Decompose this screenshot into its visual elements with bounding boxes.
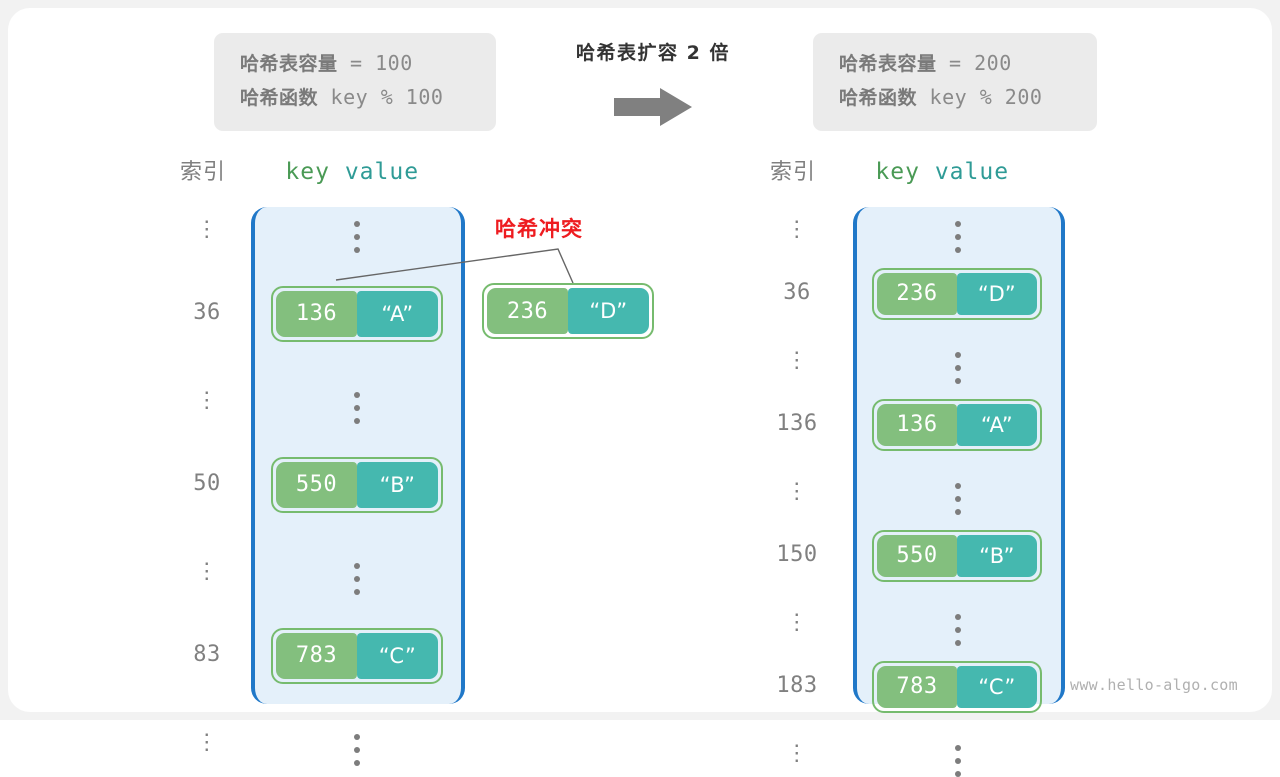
left-row-0-dots [354,221,360,253]
right-header-index: 索引 [770,160,817,185]
left-row-3-entry-value: “B” [357,461,438,508]
left-row-6-dots [354,734,360,766]
left-column-headers: 索引 key value [180,154,419,186]
left-row-6-index: ⋮ [195,730,219,755]
right-row-1-entry[interactable]: 236“D” [872,267,1042,320]
watermark: www.hello-algo.com [1070,676,1238,694]
left-header-index: 索引 [180,160,227,185]
left-row-5-entry[interactable]: 783“C” [271,627,443,684]
left-row-1-index: 36 [193,299,221,325]
left-function-value: key % 100 [318,85,444,109]
left-row-4-index: ⋮ [195,559,219,584]
right-row-2-dots [955,352,961,384]
right-row-0-dots [955,221,961,253]
colliding-entry-value: “D” [568,288,649,334]
right-row-0-index: ⋮ [785,217,809,242]
left-function-line: 哈希函数 key % 100 [240,81,470,115]
right-function-label: 哈希函数 [839,87,918,109]
right-row-3-index: 136 [776,410,818,436]
left-header-key: key [285,159,330,185]
right-row-5-entry-value: “B” [957,534,1037,577]
left-row-4-dots [354,563,360,595]
right-row-1-entry-value: “D” [957,272,1037,315]
right-row-7-entry-value: “C” [957,665,1037,708]
right-function-value: key % 200 [917,85,1043,109]
right-header-key: key [875,159,920,185]
right-row-1-entry-key: 236 [877,272,957,315]
diagram-card: 哈希表容量 = 100 哈希函数 key % 100 哈希表扩容 2 倍 哈希表… [8,8,1272,777]
left-row-0-index: ⋮ [195,217,219,242]
right-header-value: value [934,159,1010,185]
left-row-2-index: ⋮ [195,388,219,413]
left-header-value: value [344,159,420,185]
left-info-box: 哈希表容量 = 100 哈希函数 key % 100 [214,33,496,131]
right-row-4-dots [955,483,961,515]
right-capacity-line: 哈希表容量 = 200 [839,47,1071,81]
right-row-6-index: ⋮ [785,610,809,635]
left-hash-table-bucket [251,207,465,704]
right-row-6-dots [955,614,961,646]
right-column-headers: 索引 key value [770,154,1009,186]
right-function-line: 哈希函数 key % 200 [839,81,1071,115]
left-row-1-entry[interactable]: 136“A” [271,285,443,342]
left-row-3-entry[interactable]: 550“B” [271,456,443,513]
right-row-7-entry[interactable]: 783“C” [872,660,1042,713]
right-row-2-index: ⋮ [785,348,809,373]
right-row-5-entry-key: 550 [877,534,957,577]
collision-label: 哈希冲突 [495,217,583,241]
left-row-3-index: 50 [193,470,221,496]
left-row-2-dots [354,392,360,424]
left-row-1-entry-value: “A” [357,290,438,337]
right-row-7-entry-key: 783 [877,665,957,708]
right-row-3-entry-key: 136 [877,403,957,446]
left-row-5-entry-key: 783 [276,632,357,679]
right-row-3-entry-value: “A” [957,403,1037,446]
right-row-5-index: 150 [776,541,818,567]
right-capacity-label: 哈希表容量 [839,53,937,75]
right-arrow-icon [614,88,692,126]
colliding-entry-key: 236 [487,288,568,334]
colliding-entry[interactable]: 236 “D” [482,283,654,339]
right-row-7-index: 183 [776,672,818,698]
left-row-3-entry-key: 550 [276,461,357,508]
left-capacity-label: 哈希表容量 [240,53,338,75]
right-row-3-entry[interactable]: 136“A” [872,398,1042,451]
right-capacity-value: = 200 [936,51,1012,75]
right-row-4-index: ⋮ [785,479,809,504]
center-title: 哈希表扩容 2 倍 [576,42,730,64]
left-row-5-entry-value: “C” [357,632,438,679]
left-row-1-entry-key: 136 [276,290,357,337]
right-row-8-dots [955,745,961,777]
right-row-5-entry[interactable]: 550“B” [872,529,1042,582]
right-row-8-index: ⋮ [785,741,809,766]
right-row-1-index: 36 [783,279,811,305]
left-capacity-line: 哈希表容量 = 100 [240,47,470,81]
right-info-box: 哈希表容量 = 200 哈希函数 key % 200 [813,33,1097,131]
left-capacity-value: = 100 [337,51,413,75]
left-function-label: 哈希函数 [240,87,319,109]
left-row-5-index: 83 [193,641,221,667]
